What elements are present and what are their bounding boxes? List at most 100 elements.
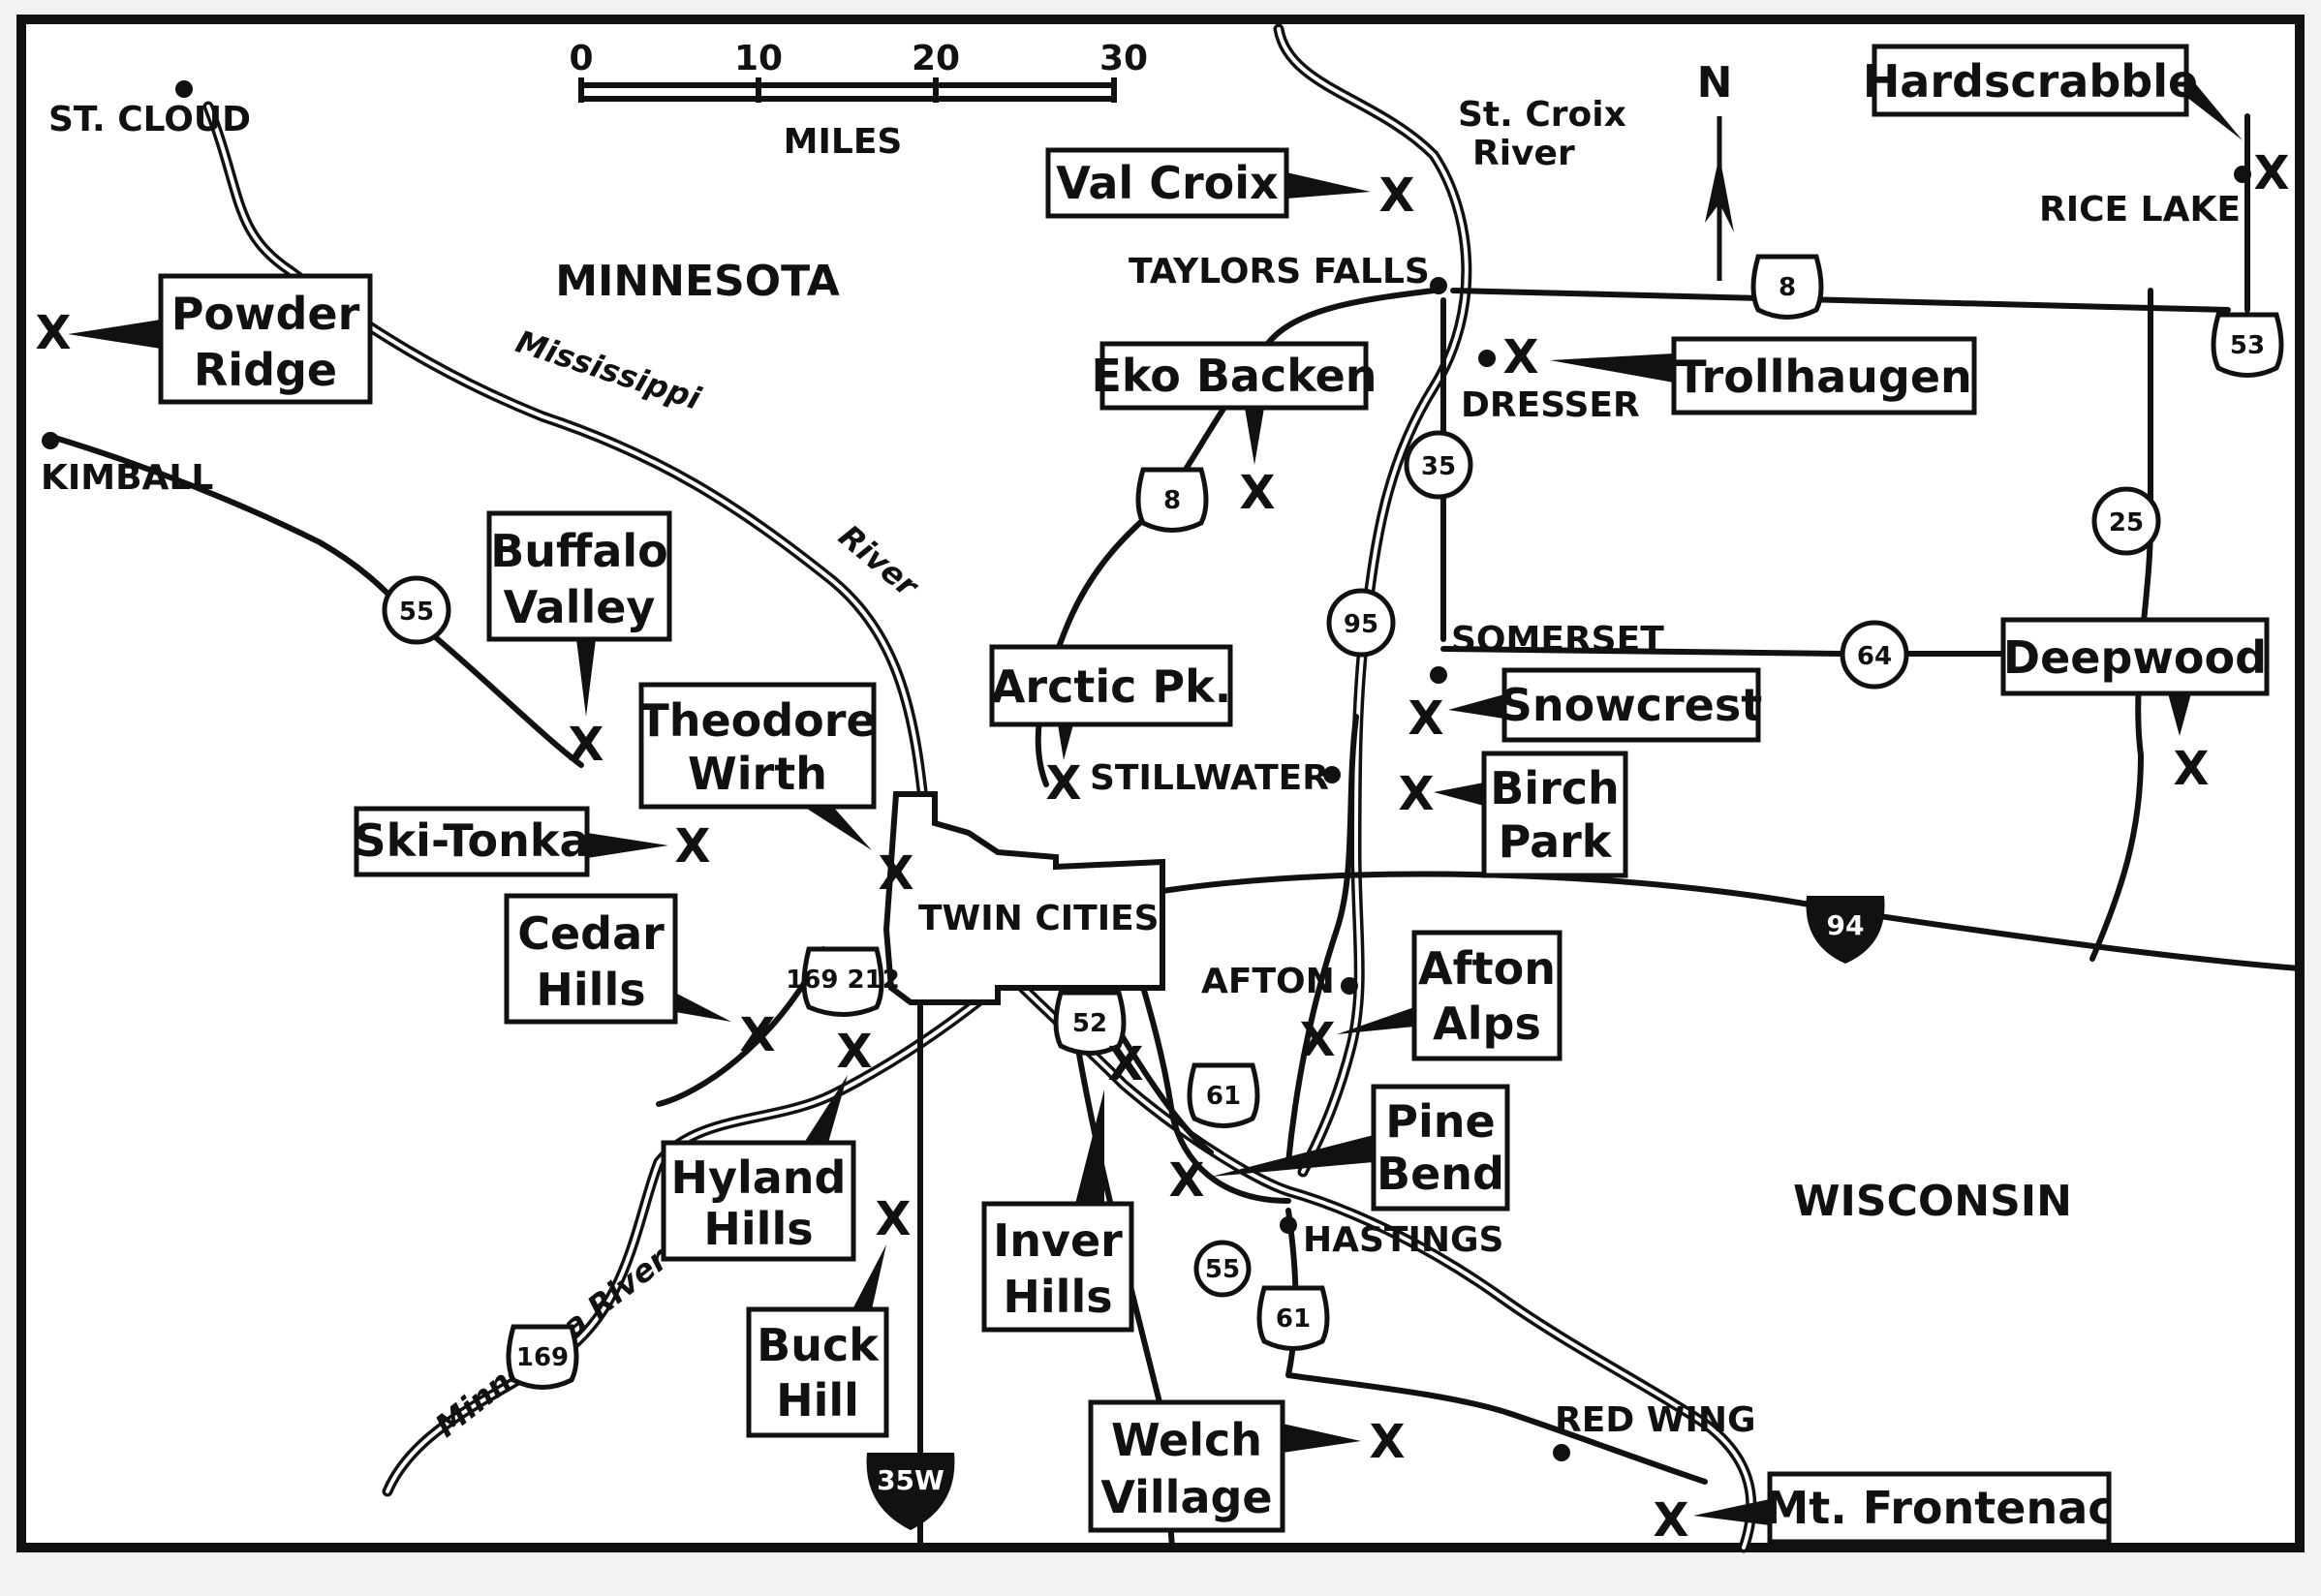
shield-i94: 94 (1806, 896, 1885, 964)
shield-mn55-east: 55 (1193, 1240, 1252, 1298)
shield-mn95: 95 (1326, 588, 1396, 658)
north-label: N (1697, 58, 1733, 107)
shield-us52: 52 (1053, 990, 1127, 1056)
cities: ST. CLOUD KIMBALL TAYLORS FALLS DRESSER … (41, 80, 2251, 1461)
city-taylors-falls: TAYLORS FALLS (1129, 252, 1430, 292)
scale-tick-10: 10 (734, 39, 783, 78)
svg-text:Snowcrest: Snowcrest (1501, 679, 1763, 731)
ski-area-afton-alps: Afton Alps X (1299, 930, 1563, 1067)
ski-area-theodore-wirth: Theodore Wirth X (638, 682, 914, 901)
marker-trollhaugen: X (1502, 330, 1538, 384)
svg-text:169 212: 169 212 (786, 966, 900, 995)
shield-us61-north: 61 (1187, 1062, 1260, 1128)
marker-inver-hills: X (1107, 1037, 1143, 1091)
marker-arctic-pk: X (1045, 756, 1081, 811)
svg-text:8: 8 (1163, 486, 1181, 515)
ski-area-pine-bend: Pine Bend X (1168, 1084, 1510, 1212)
svg-text:Deepwood: Deepwood (2003, 631, 2267, 684)
city-hastings: HASTINGS (1303, 1220, 1503, 1260)
svg-text:Val Croix: Val Croix (1056, 157, 1278, 209)
label-st-croix: St. Croix (1458, 95, 1626, 135)
ski-area-arctic-pk: Arctic Pk. X (989, 644, 1233, 811)
svg-text:Hills: Hills (703, 1203, 813, 1255)
shield-i35w: 35W (866, 1453, 955, 1530)
marker-theodore-wirth: X (878, 846, 913, 901)
svg-text:Afton: Afton (1418, 942, 1556, 995)
city-kimball: KIMBALL (41, 458, 213, 498)
svg-text:Alps: Alps (1433, 998, 1541, 1050)
svg-text:Buffalo: Buffalo (490, 525, 667, 577)
scale-bar: 0 10 20 30 MILES (569, 39, 1148, 162)
svg-text:25: 25 (2109, 508, 2144, 537)
svg-text:35W: 35W (877, 1464, 944, 1496)
svg-text:61: 61 (1276, 1304, 1311, 1334)
svg-text:Hyland: Hyland (671, 1151, 847, 1204)
svg-text:Hills: Hills (536, 964, 645, 1016)
ski-area-val-croix: Val Croix X (1045, 147, 1415, 223)
scale-tick-20: 20 (912, 39, 960, 78)
svg-text:Welch: Welch (1111, 1414, 1262, 1466)
svg-text:Mt. Frontenac: Mt. Frontenac (1764, 1482, 2114, 1534)
ski-area-buffalo-valley: Buffalo Valley X (486, 510, 672, 772)
marker-eko-backen: X (1239, 466, 1275, 520)
shield-mn55-west: 55 (382, 575, 451, 645)
svg-text:Wirth: Wirth (688, 748, 827, 800)
marker-buffalo-valley: X (568, 718, 603, 772)
svg-text:Arctic Pk.: Arctic Pk. (991, 660, 1231, 713)
svg-text:8: 8 (1779, 273, 1796, 302)
svg-text:53: 53 (2230, 331, 2265, 360)
north-arrow: N (1697, 58, 1734, 281)
svg-text:Cedar: Cedar (517, 907, 665, 960)
svg-text:Ridge: Ridge (194, 344, 337, 396)
shield-us169: 169 (506, 1324, 579, 1390)
highway-shields: 8 8 53 52 61 61 169 169 212 (382, 254, 2284, 1530)
ski-area-hardscrabble: Hardscrabble X (1863, 44, 2290, 200)
city-st-cloud: ST. CLOUD (48, 100, 251, 139)
shield-us53: 53 (2211, 312, 2284, 378)
scale-tick-30: 30 (1099, 39, 1148, 78)
svg-text:52: 52 (1072, 1009, 1107, 1038)
svg-text:Birch: Birch (1490, 762, 1620, 814)
shield-us8-south: 8 (1135, 467, 1209, 533)
city-somerset: SOMERSET (1451, 620, 1664, 660)
svg-text:35: 35 (1421, 452, 1456, 481)
shield-us169-212: 169 212 (786, 946, 900, 1017)
svg-text:169: 169 (516, 1343, 569, 1372)
state-wisconsin: WISCONSIN (1793, 1177, 2072, 1226)
marker-powder-ridge: X (35, 306, 71, 360)
shield-wi35: 35 (1404, 430, 1473, 500)
ski-area-inver-hills: Inver Hills X (981, 1037, 1144, 1333)
city-stillwater: STILLWATER (1090, 758, 1329, 798)
marker-birch-park: X (1398, 767, 1434, 821)
marker-hardscrabble: X (2253, 146, 2289, 200)
svg-text:64: 64 (1857, 642, 1892, 671)
svg-text:Eko Backen: Eko Backen (1091, 350, 1377, 402)
marker-snowcrest: X (1408, 691, 1443, 746)
ski-area-trollhaugen: Trollhaugen X (1502, 330, 1977, 415)
ski-area-buck-hill: Buck Hill X (746, 1192, 912, 1438)
marker-deepwood: X (2173, 742, 2209, 796)
svg-text:Village: Village (1100, 1471, 1272, 1523)
scale-unit: MILES (784, 122, 903, 162)
svg-text:55: 55 (1205, 1255, 1240, 1284)
marker-welch-village: X (1369, 1415, 1405, 1469)
marker-val-croix: X (1378, 169, 1414, 223)
ski-area-birch-park: Birch Park X (1398, 751, 1628, 878)
shield-wi25: 25 (2091, 486, 2161, 556)
svg-text:61: 61 (1206, 1082, 1241, 1111)
svg-text:Valley: Valley (504, 581, 656, 633)
ski-area-hyland-hills: Hyland Hills X (661, 1025, 873, 1262)
shield-us61-south: 61 (1256, 1285, 1330, 1351)
marker-cedar-hills: X (739, 1008, 775, 1062)
ski-area-eko-backen: Eko Backen X (1091, 341, 1377, 520)
twin-cities-outline (882, 791, 1165, 1005)
shield-wi64: 64 (1840, 620, 1909, 690)
svg-text:Trollhaugen: Trollhaugen (1676, 351, 1972, 403)
svg-text:Hills: Hills (1003, 1271, 1112, 1323)
svg-text:Hardscrabble: Hardscrabble (1863, 55, 2198, 107)
svg-text:Ski-Tonka: Ski-Tonka (354, 814, 589, 867)
ski-areas: Powder Ridge X Buffalo Valley X Theodore… (35, 44, 2290, 1548)
svg-text:95: 95 (1344, 610, 1378, 639)
state-minnesota: MINNESOTA (555, 257, 840, 306)
ski-area-deepwood: Deepwood X (2000, 617, 2270, 796)
